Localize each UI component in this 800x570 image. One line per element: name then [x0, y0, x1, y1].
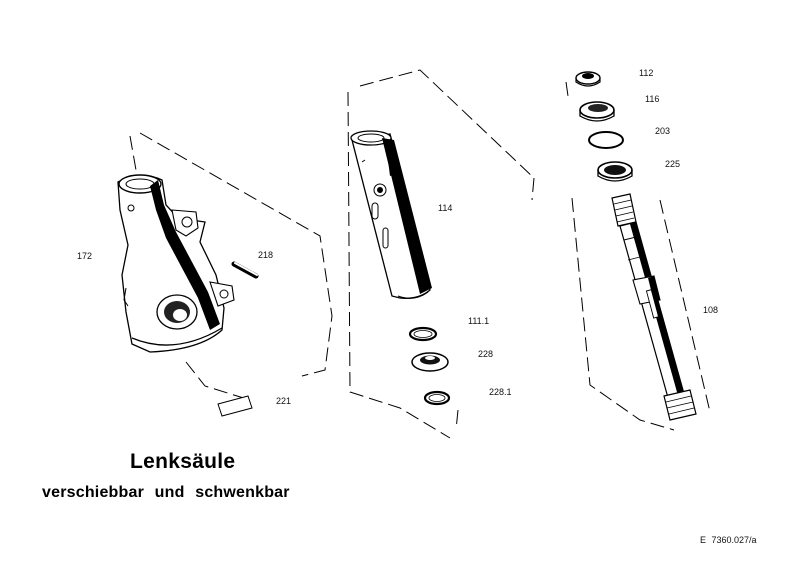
circlip-228-1-shape — [423, 390, 451, 406]
document-code: E 7360.027/a — [700, 535, 757, 545]
steering-column-housing — [117, 174, 235, 353]
steering-column-tube — [350, 130, 432, 299]
nut-112-shape — [575, 71, 601, 87]
steering-shaft — [611, 193, 697, 421]
circlip-111-1-shape — [408, 326, 438, 342]
part-label-116: 116 — [645, 94, 660, 104]
assembly-boundary-left — [129, 132, 333, 401]
part-label-203: 203 — [655, 126, 671, 136]
part-label-221: 221 — [276, 396, 292, 406]
part-label-225: 225 — [665, 159, 681, 169]
diagram-subtitle: verschiebbar und schwenkbar — [42, 484, 290, 501]
diagram-title: Lenksäule — [130, 450, 236, 473]
assembly-boundary-middle — [347, 69, 535, 439]
part-label-218: 218 — [258, 250, 274, 260]
washer-228-shape — [411, 352, 449, 372]
part-label-108: 108 — [703, 305, 719, 315]
part-label-172: 172 — [77, 251, 93, 261]
part-label-114: 114 — [438, 203, 453, 213]
part-label-112: 112 — [639, 68, 654, 78]
assembly-boundary-right — [565, 81, 711, 431]
part-label-228: 228 — [478, 349, 494, 359]
pin-218-shape — [231, 261, 259, 279]
bearing-225-shape — [597, 161, 633, 182]
plate-221-shape — [217, 395, 253, 417]
ring-203-shape — [588, 131, 624, 149]
bearing-116-shape — [579, 101, 615, 122]
part-label-111-1: 111.1 — [468, 316, 490, 326]
part-label-228-1: 228.1 — [489, 387, 512, 397]
